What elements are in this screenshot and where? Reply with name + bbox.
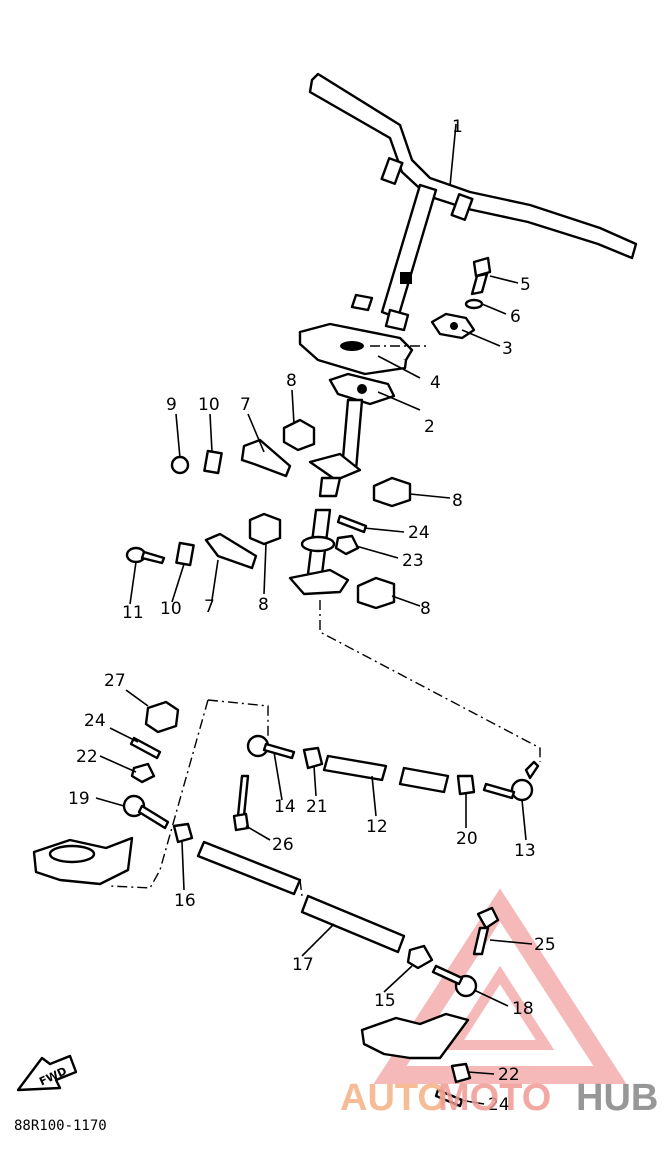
part-label-4: 4 xyxy=(430,373,441,393)
part-label-27: 27 xyxy=(104,671,126,691)
part-label-14: 14 xyxy=(274,797,296,817)
part-label-1: 1 xyxy=(452,117,463,137)
upper-bracket xyxy=(298,322,414,376)
sleeve-12b xyxy=(398,766,450,794)
nut-22-right xyxy=(450,1062,472,1084)
bolt-11 xyxy=(125,546,166,565)
bolt-24-upper xyxy=(336,514,368,534)
sleeve-12 xyxy=(322,754,388,782)
nut-23 xyxy=(334,534,360,556)
part-label-5: 5 xyxy=(520,275,531,295)
part-label-15: 15 xyxy=(374,991,396,1011)
part-labels: 1 5 6 3 4 8 2 9 10 7 8 24 23 11 10 7 8 8… xyxy=(68,117,556,1115)
part-label-23: 23 xyxy=(402,551,424,571)
steering-stem xyxy=(308,372,396,498)
part-label-12: 12 xyxy=(366,817,388,837)
tie-rod-end-14 xyxy=(246,734,296,760)
part-label-22-left: 22 xyxy=(76,747,98,767)
nut-21 xyxy=(302,746,324,770)
part-label-20: 20 xyxy=(456,829,478,849)
bushing-left xyxy=(248,512,282,546)
leader-lines xyxy=(95,123,533,1105)
spring-washer xyxy=(464,298,484,310)
bushing-right-lower xyxy=(356,576,396,610)
clamp-lower xyxy=(204,532,258,570)
part-label-24-upper: 24 xyxy=(408,523,430,543)
part-label-8-right-lower: 8 xyxy=(420,599,431,619)
part-label-26: 26 xyxy=(272,835,294,855)
part-label-17: 17 xyxy=(292,955,314,975)
part-label-25: 25 xyxy=(534,935,556,955)
bushing-upper xyxy=(282,418,316,452)
watermark-moto: MOTO xyxy=(438,1077,551,1119)
plate-10-upper xyxy=(203,449,223,475)
part-label-13: 13 xyxy=(514,841,536,861)
bolt-26 xyxy=(232,774,250,832)
nut-16 xyxy=(172,822,194,844)
bushing-right-upper xyxy=(372,476,412,508)
knuckle-right xyxy=(360,1012,470,1060)
part-label-16: 16 xyxy=(174,891,196,911)
part-label-9: 9 xyxy=(166,395,177,415)
part-label-22-right: 22 xyxy=(498,1065,520,1085)
part-label-24-left: 24 xyxy=(84,711,106,731)
bolt-25 xyxy=(472,906,500,956)
nut-9 xyxy=(170,455,190,475)
part-label-19: 19 xyxy=(68,789,90,809)
handlebar-holder xyxy=(430,312,476,340)
part-label-3: 3 xyxy=(502,339,513,359)
part-label-24-right: 24 xyxy=(488,1095,510,1115)
tie-rod-end-13 xyxy=(482,760,540,802)
part-label-18: 18 xyxy=(512,999,534,1019)
part-label-10-top: 10 xyxy=(198,395,220,415)
nut-22-left xyxy=(130,762,156,784)
part-label-6: 6 xyxy=(510,307,521,327)
assembly-lines xyxy=(109,345,541,897)
plate-10-lower xyxy=(175,541,195,567)
forward-arrow-icon: FWD xyxy=(16,1054,78,1092)
watermark-auto: AUTO xyxy=(340,1077,447,1119)
part-label-11: 11 xyxy=(122,603,144,623)
part-label-8-right-upper: 8 xyxy=(452,491,463,511)
watermark-hub: HUB xyxy=(576,1077,658,1119)
part-label-2: 2 xyxy=(424,417,435,437)
bolt-24-right xyxy=(434,1088,464,1108)
tie-rod-end-19 xyxy=(122,794,170,830)
tie-rod-end-18 xyxy=(431,964,478,998)
drawing-code: 88R100-1170 xyxy=(14,1118,107,1134)
watermark-triangle xyxy=(373,888,627,1084)
rod-16 xyxy=(196,840,302,896)
rod-17 xyxy=(300,894,406,954)
cap-27 xyxy=(144,700,180,734)
part-label-8-top: 8 xyxy=(286,371,297,391)
nut-20 xyxy=(456,774,476,796)
knuckle-left xyxy=(32,836,134,886)
holder-bolt xyxy=(470,256,492,296)
part-label-7-top: 7 xyxy=(240,395,251,415)
part-label-7-bottom: 7 xyxy=(204,597,215,617)
nut-15 xyxy=(406,944,434,970)
clamp-upper xyxy=(240,438,292,478)
steering-shaft xyxy=(288,508,350,596)
bolt-24-left xyxy=(129,736,162,760)
part-label-8-left: 8 xyxy=(258,595,269,615)
part-label-10-bottom: 10 xyxy=(160,599,182,619)
part-label-21: 21 xyxy=(306,797,328,817)
handlebar xyxy=(308,72,638,332)
watermark-logo: AUTO MOTO HUB xyxy=(340,1077,658,1119)
